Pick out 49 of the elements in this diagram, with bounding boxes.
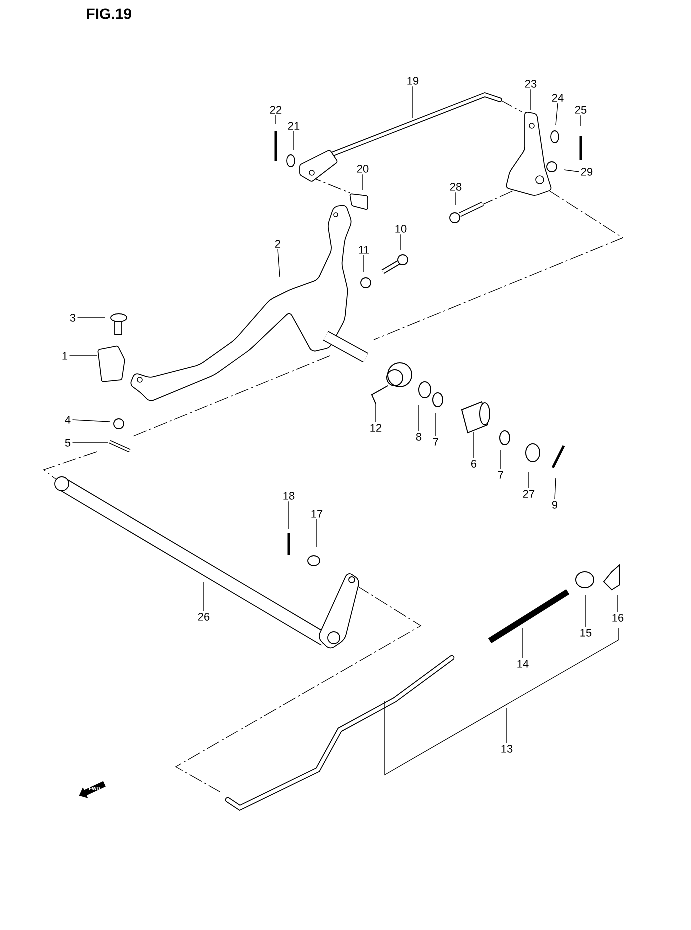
leader-line xyxy=(580,115,582,126)
leader-line xyxy=(362,174,364,190)
leader-line xyxy=(418,404,420,432)
callout-number: 12 xyxy=(368,422,384,434)
callout-number: 6 xyxy=(469,458,479,470)
leader-line xyxy=(316,519,318,548)
callout-number: 26 xyxy=(196,612,212,622)
leader-line xyxy=(288,501,290,530)
callout-number: 20 xyxy=(355,164,371,174)
callout-number: 15 xyxy=(578,628,594,638)
leader-line xyxy=(72,442,108,444)
callout-number: 19 xyxy=(405,76,421,86)
leader-line xyxy=(556,103,558,126)
leader-line xyxy=(400,234,402,250)
leader-line xyxy=(528,472,530,489)
leader-line xyxy=(278,249,280,278)
figure-title: FIG.19 xyxy=(87,8,132,20)
leader-line xyxy=(522,628,524,659)
leader-line xyxy=(530,89,532,110)
callout-number: 9 xyxy=(550,500,560,510)
callout-number: 27 xyxy=(521,488,537,500)
callout-number: 29 xyxy=(579,166,595,178)
callout-number: 1 xyxy=(60,350,70,362)
leader-line xyxy=(554,478,556,500)
callout-number: 13 xyxy=(499,744,515,754)
leader-line xyxy=(500,450,502,470)
leader-line xyxy=(564,170,580,172)
callout-number: 3 xyxy=(68,312,78,324)
callout-number: 24 xyxy=(550,92,566,104)
callout-number: 18 xyxy=(281,490,297,502)
callout-number: 4 xyxy=(63,414,73,426)
callout-number: 7 xyxy=(496,470,506,480)
callout-number: 28 xyxy=(448,182,464,192)
callout-number: 25 xyxy=(573,104,589,116)
leader-line xyxy=(412,86,414,118)
callout-number: 23 xyxy=(523,78,539,90)
leader-line xyxy=(506,708,508,744)
leader-line xyxy=(72,420,110,422)
callout-number: 21 xyxy=(286,120,302,132)
callout-number: 14 xyxy=(515,658,531,670)
callout-number: 17 xyxy=(309,508,325,520)
callout-number: 5 xyxy=(63,438,73,448)
callout-number: 16 xyxy=(610,612,626,624)
callout-number: 22 xyxy=(268,104,284,116)
callout-number: 2 xyxy=(273,238,283,250)
callout-number: 11 xyxy=(356,244,372,256)
callout-number: 8 xyxy=(414,432,424,442)
callout-number: 10 xyxy=(393,224,409,234)
callout-number: 7 xyxy=(431,436,441,448)
